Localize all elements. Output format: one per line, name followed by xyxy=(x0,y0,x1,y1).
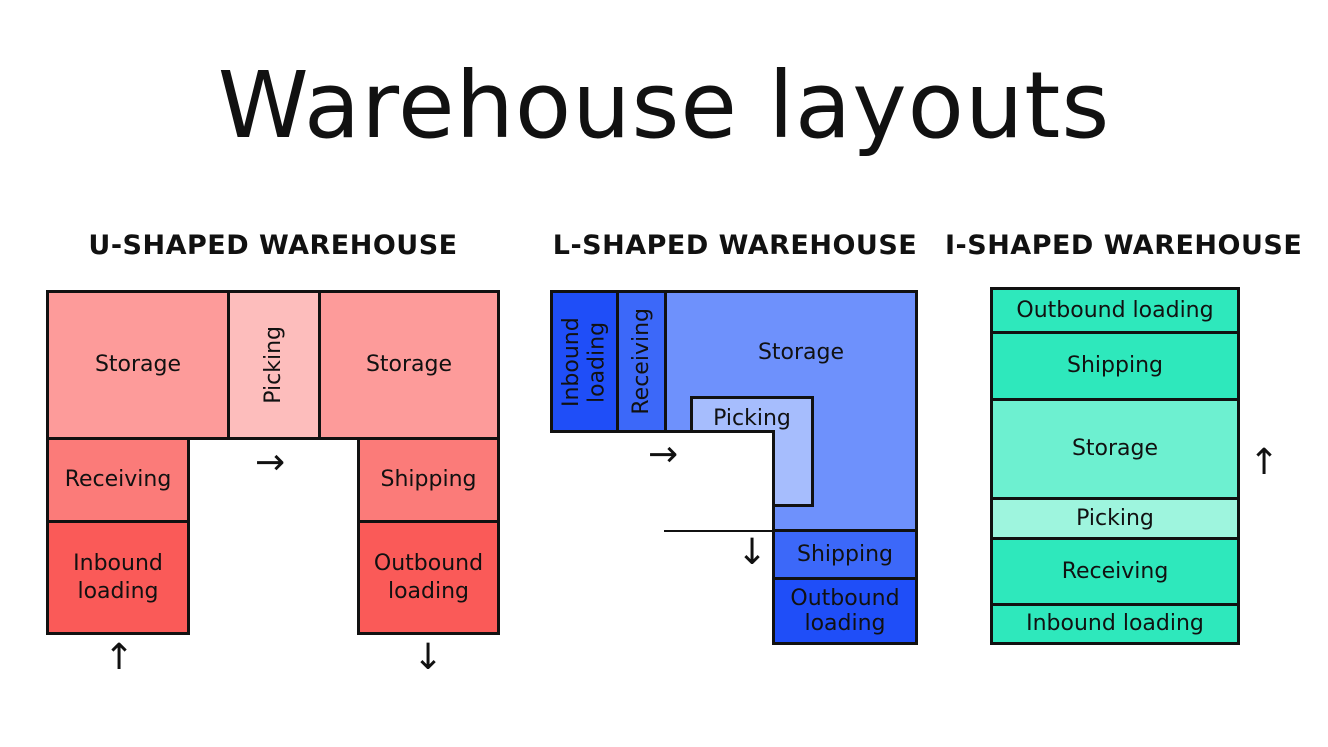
page-title: Warehouse layouts xyxy=(217,52,1111,159)
u-shaped-heading: U-SHAPED WAREHOUSE xyxy=(88,230,458,261)
l-shipping: Shipping xyxy=(772,529,918,580)
arrow-down-icon: ↓ xyxy=(413,637,444,678)
u-outbound-loading: Outbound loading xyxy=(357,520,500,635)
i-inbound-loading: Inbound loading xyxy=(990,603,1240,645)
l-shipping-label: Shipping xyxy=(797,541,893,567)
i-outbound-loading-label: Outbound loading xyxy=(1016,297,1214,323)
l-inbound-loading: Inbound loading xyxy=(550,290,619,433)
u-inbound-loading-label: Inbound loading xyxy=(73,551,163,604)
u-storage-left: Storage xyxy=(46,290,230,440)
i-outbound-loading: Outbound loading xyxy=(990,287,1240,334)
arrow-right-icon: → xyxy=(255,442,286,483)
u-inbound-loading: Inbound loading xyxy=(46,520,190,635)
arrow-up-icon: ↑ xyxy=(1249,442,1280,483)
u-picking: Picking xyxy=(227,290,321,440)
l-shaped-heading: L-SHAPED WAREHOUSE xyxy=(552,230,918,261)
i-picking: Picking xyxy=(990,497,1240,540)
u-outbound-loading-label: Outbound loading xyxy=(373,551,484,604)
l-picking-notch-side xyxy=(772,430,775,510)
u-shipping-label: Shipping xyxy=(380,467,477,493)
u-picking-label: Picking xyxy=(261,326,287,404)
i-shaped-heading: I-SHAPED WAREHOUSE xyxy=(945,230,1303,261)
l-outbound-loading-label: Outbound loading xyxy=(790,585,900,636)
l-storage-label: Storage xyxy=(757,340,845,365)
l-picking-notch xyxy=(690,430,772,510)
i-inbound-loading-label: Inbound loading xyxy=(1026,611,1204,637)
l-receiving-label: Receiving xyxy=(628,308,654,415)
l-picking-notch-top xyxy=(690,430,775,433)
u-receiving: Receiving xyxy=(46,437,190,523)
l-notch-edge-top xyxy=(550,430,775,433)
l-picking-label: Picking xyxy=(713,406,791,431)
u-storage-right-label: Storage xyxy=(365,352,453,378)
i-picking-label: Picking xyxy=(1076,505,1154,531)
l-outbound-loading: Outbound loading xyxy=(772,577,918,645)
u-shipping: Shipping xyxy=(357,437,500,523)
u-storage-left-label: Storage xyxy=(94,352,182,378)
i-shipping: Shipping xyxy=(990,331,1240,401)
u-receiving-label: Receiving xyxy=(64,467,172,493)
i-receiving-label: Receiving xyxy=(1061,558,1169,584)
u-storage-right: Storage xyxy=(318,290,500,440)
arrow-up-icon: ↑ xyxy=(104,637,135,678)
arrow-down-icon: ↓ xyxy=(737,532,768,573)
l-inbound-loading-label: Inbound loading xyxy=(559,316,610,407)
i-shipping-label: Shipping xyxy=(1067,353,1163,379)
i-receiving: Receiving xyxy=(990,537,1240,606)
i-storage-label: Storage xyxy=(1071,436,1159,462)
l-receiving: Receiving xyxy=(616,290,667,433)
arrow-right-icon: → xyxy=(648,434,679,475)
i-storage: Storage xyxy=(990,398,1240,500)
